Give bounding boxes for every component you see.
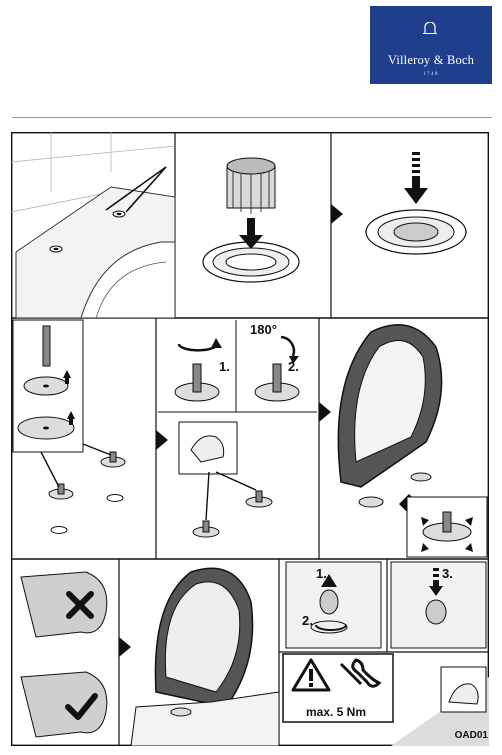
instruction-illustrations bbox=[11, 132, 489, 746]
panel-bowl-holes bbox=[11, 132, 176, 213]
brand-logo: Villeroy & Boch 1748 bbox=[370, 6, 492, 84]
next-step-arrow bbox=[319, 402, 331, 422]
brand-year: 1748 bbox=[423, 72, 439, 77]
step-rotate-label: 2. bbox=[302, 613, 313, 628]
panel-insert-plug bbox=[202, 157, 300, 283]
brand-name: Villeroy & Boch bbox=[387, 53, 475, 67]
seat-right bbox=[20, 671, 108, 738]
panel-hand-check bbox=[440, 666, 487, 713]
next-step-arrow bbox=[119, 637, 131, 657]
next-step-arrow bbox=[331, 204, 343, 224]
rotation-angle-label: 180° bbox=[250, 322, 277, 337]
step-flip-label: 2. bbox=[288, 359, 299, 374]
panel-mount-seat bbox=[337, 324, 488, 558]
document-code: OAD01 bbox=[454, 730, 488, 741]
cross-icon bbox=[66, 591, 94, 619]
panel-seat-fitted bbox=[130, 567, 280, 746]
panel-adjust-hinge bbox=[285, 561, 382, 649]
step-press-label: 3. bbox=[442, 566, 453, 581]
next-step-arrow bbox=[156, 430, 168, 450]
panel-fix-bolts bbox=[174, 335, 300, 538]
header-divider bbox=[12, 117, 492, 118]
torque-limit-text: max. 5 Nm bbox=[305, 705, 367, 719]
step-lift-label: 1. bbox=[316, 566, 327, 581]
step-turn-label: 1. bbox=[219, 359, 230, 374]
panel-press-hinge bbox=[390, 561, 487, 649]
arch-logo-icon bbox=[423, 22, 437, 34]
check-icon bbox=[65, 693, 98, 720]
panel-press-plug bbox=[365, 152, 467, 255]
seat-wrong bbox=[20, 571, 108, 638]
warning-triangle-icon bbox=[291, 658, 331, 692]
panel-washers bbox=[17, 325, 126, 534]
torque-warning-box bbox=[282, 653, 394, 723]
wrench-icon bbox=[339, 658, 382, 688]
